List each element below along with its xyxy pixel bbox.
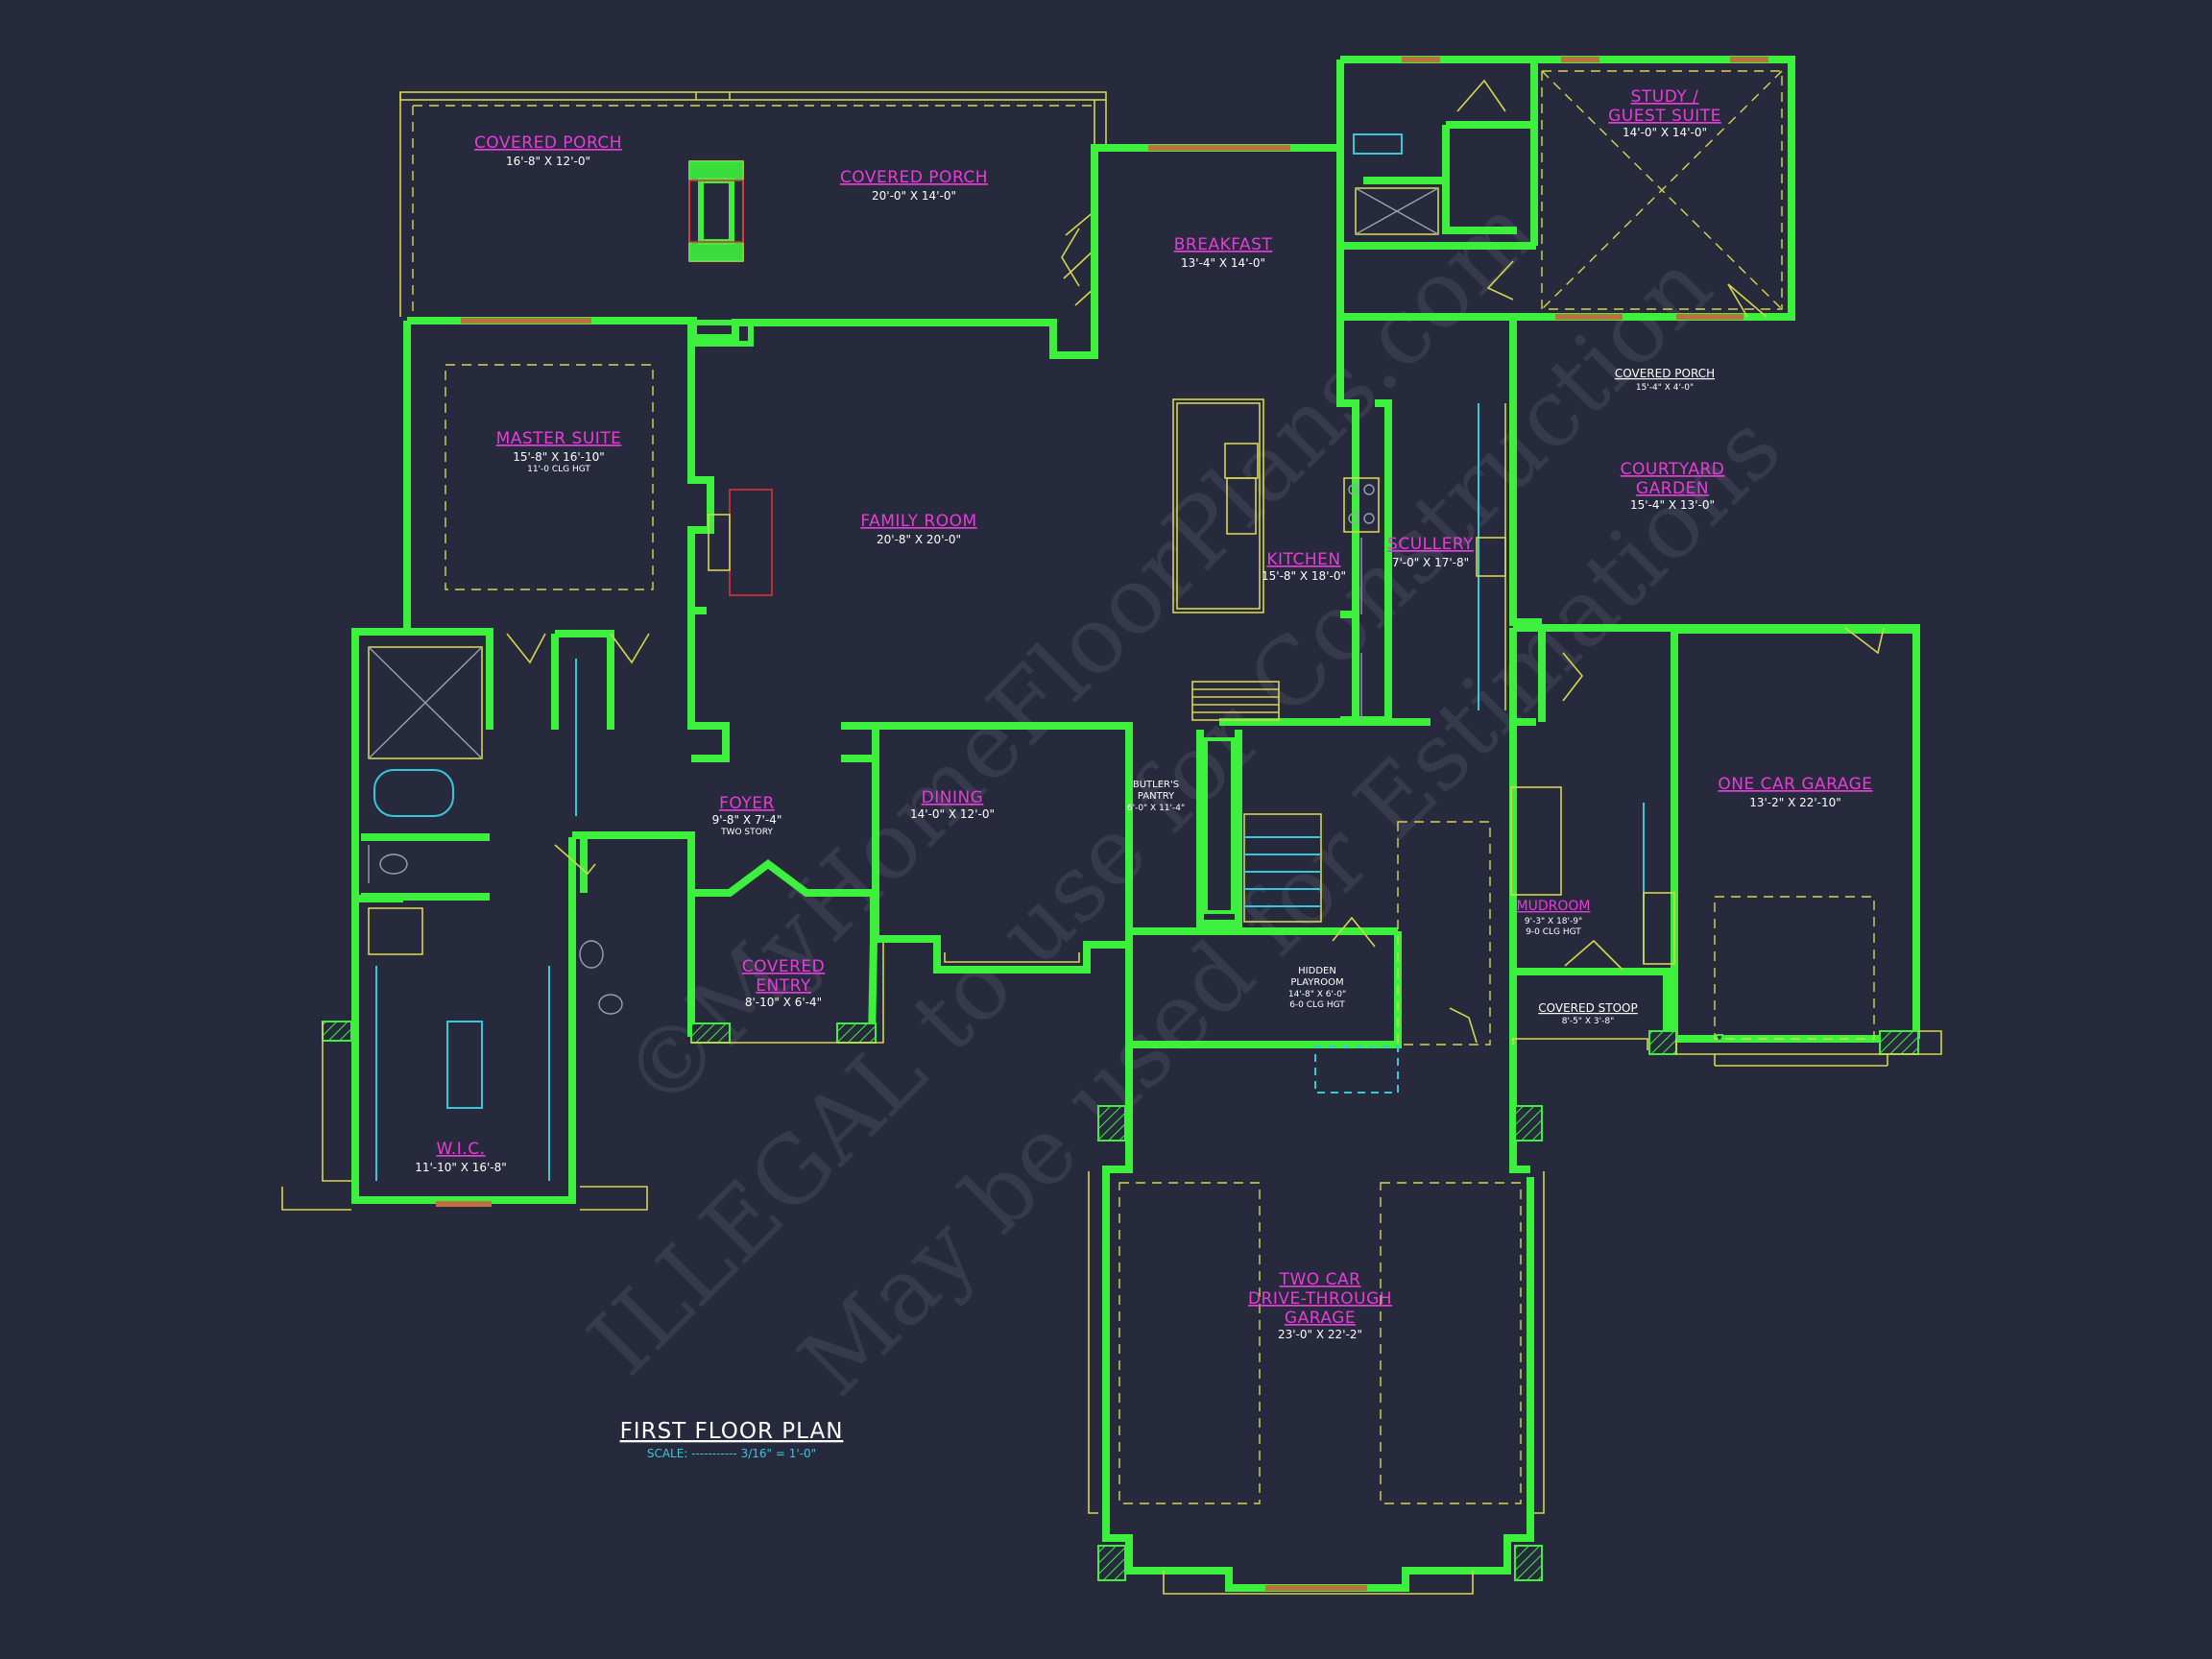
room-name-line-2: PLAYROOM — [1290, 977, 1343, 988]
room-dimensions: 8'-5" X 3'-8" — [1562, 1017, 1615, 1026]
room-name: MASTER SUITE — [496, 429, 622, 448]
room-dimensions: 8'-10" X 6'-4" — [745, 996, 822, 1009]
label-hidden-playroom: HIDDEN PLAYROOM 14'-8" X 6'-0" 6-0 CLG H… — [1288, 966, 1346, 1010]
room-name-line-3: GARAGE — [1285, 1309, 1356, 1328]
room-name: COVERED PORCH — [1615, 367, 1715, 380]
room-name: ONE CAR GARAGE — [1718, 775, 1872, 794]
label-one-car-garage: ONE CAR GARAGE 13'-2" X 22'-10" — [1718, 775, 1872, 809]
room-name-line-1: BUTLER'S — [1133, 780, 1179, 790]
label-covered-porch-center: COVERED PORCH 20'-0" X 14'-0" — [840, 168, 988, 203]
label-scullery: SCULLERY 7'-0" X 17'-8" — [1387, 535, 1474, 569]
label-dining: DINING 14'-0" X 12'-0" — [910, 788, 995, 821]
room-name: FAMILY ROOM — [860, 512, 976, 531]
ceiling-height-note: 9-0 CLG HGT — [1526, 927, 1581, 937]
label-covered-porch-left: COVERED PORCH 16'-8" X 12'-0" — [474, 133, 622, 168]
ceiling-note: TWO STORY — [720, 828, 773, 837]
watermark: ©MyHomeFloorPlans.com ILLEGAL to use for… — [568, 177, 1801, 1416]
room-name: COVERED PORCH — [474, 133, 622, 153]
room-labels: COVERED PORCH 16'-8" X 12'-0" COVERED PO… — [415, 87, 1872, 1341]
interior-linework — [368, 57, 1885, 1504]
room-dimensions: 11'-10" X 16'-8" — [415, 1161, 507, 1174]
label-butlers-pantry: BUTLER'S PANTRY 6'-0" X 11'-4" — [1127, 780, 1185, 813]
room-dimensions: 15'-4" X 4'-0" — [1636, 383, 1694, 393]
room-name-line-1: COVERED — [742, 957, 825, 976]
room-dimensions: 9'-3" X 18'-9" — [1525, 917, 1582, 926]
drawing-scale: SCALE: ----------- 3/16" = 1'-0" — [647, 1447, 816, 1460]
label-wic: W.I.C. 11'-10" X 16'-8" — [415, 1140, 507, 1174]
exterior-walls — [281, 56, 1942, 1595]
label-mudroom: MUDROOM 9'-3" X 18'-9" 9-0 CLG HGT — [1517, 899, 1591, 937]
room-name-line-2: GARDEN — [1636, 479, 1709, 498]
room-name-line-1: HIDDEN — [1298, 966, 1336, 976]
porch-outlines — [399, 91, 1107, 317]
room-name: COVERED PORCH — [840, 168, 988, 187]
room-name-line-1: TWO CAR — [1279, 1270, 1361, 1289]
room-dimensions: 15'-8" X 18'-0" — [1262, 569, 1346, 583]
label-covered-stoop: COVERED STOOP 8'-5" X 3'-8" — [1538, 1001, 1637, 1026]
room-name-line-2: GUEST SUITE — [1608, 107, 1721, 126]
room-dimensions: 13'-2" X 22'-10" — [1749, 796, 1841, 809]
label-courtyard-garden: COURTYARD GARDEN 15'-4" X 13'-0" — [1621, 460, 1725, 512]
ceiling-height-note: 6-0 CLG HGT — [1289, 1000, 1345, 1010]
room-dimensions: 9'-8" X 7'-4" — [712, 813, 782, 827]
room-name: DINING — [922, 788, 984, 807]
room-dimensions: 13'-4" X 14'-0" — [1181, 256, 1265, 270]
room-name: W.I.C. — [437, 1140, 486, 1159]
room-name: BREAKFAST — [1174, 235, 1273, 254]
room-dimensions: 16'-8" X 12'-0" — [506, 155, 590, 168]
label-covered-porch-small: COVERED PORCH 15'-4" X 4'-0" — [1615, 367, 1715, 393]
drawing-title: FIRST FLOOR PLAN — [620, 1419, 844, 1444]
room-dimensions: 6'-0" X 11'-4" — [1127, 804, 1185, 813]
label-breakfast: BREAKFAST 13'-4" X 14'-0" — [1174, 235, 1273, 270]
room-name: SCULLERY — [1387, 535, 1474, 554]
label-family-room: FAMILY ROOM 20'-8" X 20'-0" — [860, 512, 976, 546]
label-covered-entry: COVERED ENTRY 8'-10" X 6'-4" — [742, 957, 825, 1009]
label-study-guest-suite: STUDY / GUEST SUITE 14'-0" X 14'-0" — [1608, 87, 1721, 139]
label-kitchen: KITCHEN 15'-8" X 18'-0" — [1262, 550, 1346, 583]
room-dimensions: 7'-0" X 17'-8" — [1392, 556, 1469, 569]
label-two-car-garage: TWO CAR DRIVE-THROUGH GARAGE 23'-0" X 22… — [1248, 1270, 1392, 1341]
room-dimensions: 15'-4" X 13'-0" — [1630, 498, 1715, 512]
room-dimensions: 15'-8" X 16'-10" — [513, 450, 605, 464]
room-name-line-1: COURTYARD — [1621, 460, 1725, 479]
room-name: FOYER — [719, 794, 775, 813]
room-name-line-2: ENTRY — [756, 976, 811, 996]
label-master-suite: MASTER SUITE 15'-8" X 16'-10" 11'-0 CLG … — [496, 429, 622, 474]
label-foyer: FOYER 9'-8" X 7'-4" TWO STORY — [712, 794, 782, 837]
room-name-line-2: DRIVE-THROUGH — [1248, 1289, 1392, 1309]
room-dimensions: 14'-0" X 14'-0" — [1623, 126, 1707, 139]
watermark-line-3: May be used for Estimations — [779, 394, 1801, 1416]
room-name: KITCHEN — [1266, 550, 1340, 569]
room-dimensions: 20'-0" X 14'-0" — [872, 189, 956, 203]
room-dimensions: 14'-0" X 12'-0" — [910, 807, 995, 821]
room-name: MUDROOM — [1517, 899, 1591, 914]
room-dimensions: 20'-8" X 20'-0" — [877, 533, 961, 546]
room-name-line-2: PANTRY — [1138, 791, 1175, 802]
room-dimensions: 14'-8" X 6'-0" — [1288, 990, 1346, 999]
ceiling-height-note: 11'-0 CLG HGT — [527, 465, 590, 474]
title-block: FIRST FLOOR PLAN SCALE: ----------- 3/16… — [620, 1419, 844, 1460]
room-name: COVERED STOOP — [1538, 1001, 1637, 1015]
room-dimensions: 23'-0" X 22'-2" — [1278, 1328, 1362, 1341]
room-name-line-1: STUDY / — [1631, 87, 1699, 107]
